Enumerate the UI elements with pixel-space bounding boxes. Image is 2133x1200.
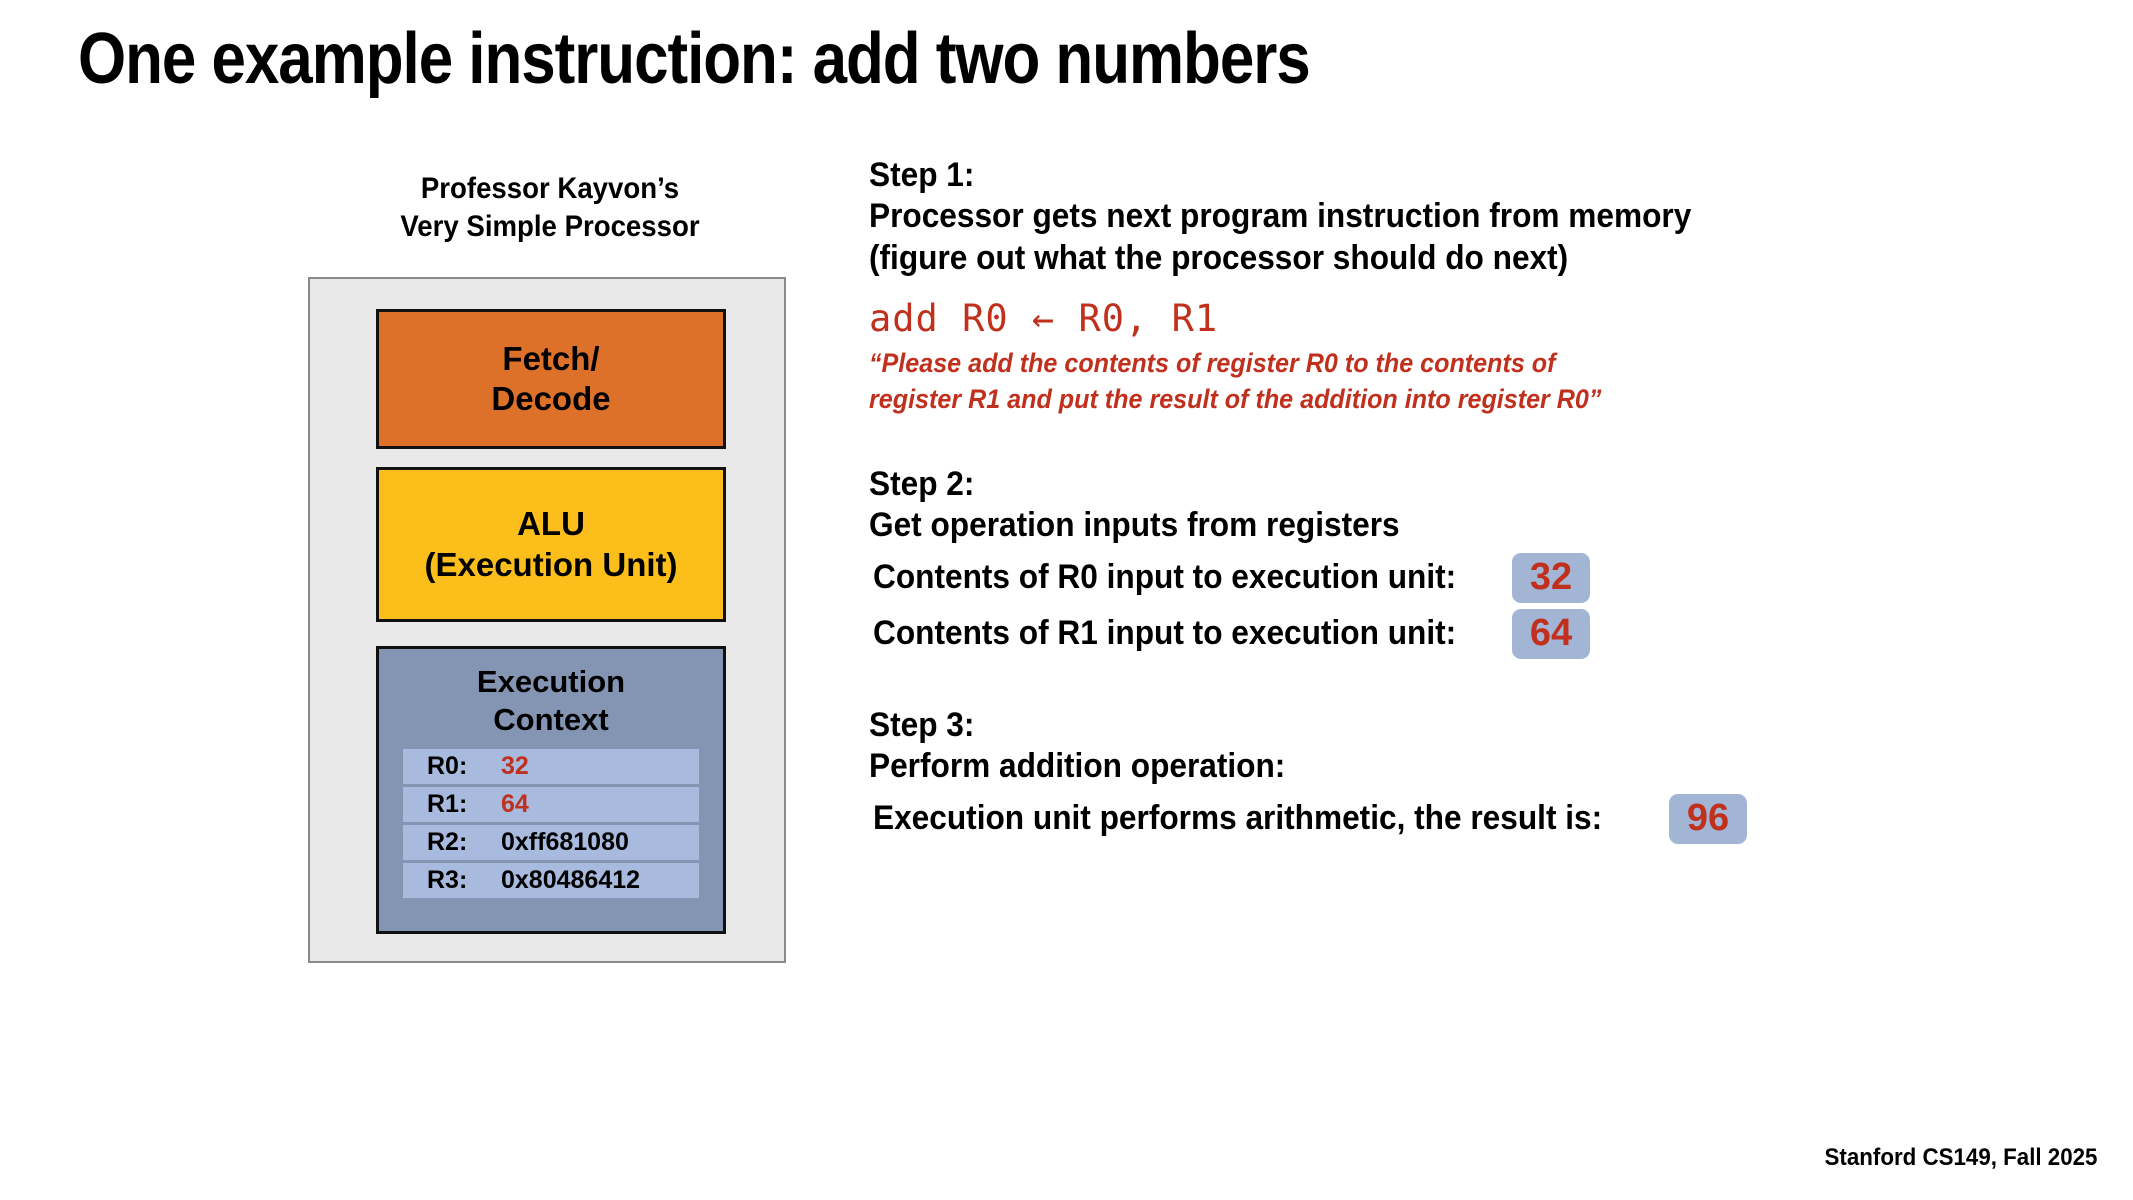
r0-input-value-badge: 32 — [1512, 552, 1591, 603]
register-name: R3: — [427, 865, 468, 894]
processor-diagram: Professor Kayvon’s Very Simple Processor… — [305, 170, 795, 963]
execution-context-title: Execution Context — [477, 663, 625, 739]
slide-footer: Stanford CS149, Fall 2025 — [1824, 1144, 2097, 1171]
fetch-decode-label-line-2: Decode — [491, 380, 611, 417]
step-1-block: Step 1: Processor gets next program inst… — [869, 155, 2019, 418]
processor-chip-outline: Fetch/ Decode ALU (Execution Unit) Execu… — [308, 277, 786, 963]
fetch-decode-label-line-1: Fetch/ — [502, 339, 600, 377]
result-row: Execution unit performs arithmetic, the … — [869, 793, 2019, 844]
alu-label-line-1: ALU — [517, 505, 585, 543]
step-2-block: Step 2: Get operation inputs from regist… — [869, 464, 2019, 659]
result-value-badge: 96 — [1669, 793, 1748, 844]
table-row: R3: 0x80486412 — [403, 862, 699, 898]
step-3-heading: Step 3: — [869, 705, 975, 744]
r0-input-label: Contents of R0 input to execution unit: — [873, 557, 1457, 596]
processor-caption-line-1: Professor Kayvon’s — [420, 172, 680, 205]
alu-label-line-2: (Execution Unit) — [424, 545, 678, 583]
table-row: R0: 32 — [403, 748, 699, 784]
instruction-explanation-line-2: register R1 and put the result of the ad… — [869, 384, 1602, 415]
register-value: 0xff681080 — [501, 827, 629, 856]
instruction-explanation-line-1: “Please add the contents of register R0 … — [869, 348, 1556, 379]
alu-unit: ALU (Execution Unit) — [376, 467, 726, 622]
r1-input-label: Contents of R1 input to execution unit: — [873, 613, 1457, 652]
spacer — [869, 418, 2019, 464]
step-2-line-1: Get operation inputs from registers — [869, 506, 1400, 545]
register-name: R1: — [427, 789, 468, 818]
step-3-line-1: Perform addition operation: — [869, 747, 1286, 786]
register-value: 0x80486412 — [501, 865, 641, 894]
steps-column: Step 1: Processor gets next program inst… — [869, 155, 2019, 844]
step-1-line-2: (figure out what the processor should do… — [869, 238, 1569, 277]
register-name: R2: — [427, 827, 468, 856]
register-value: 64 — [501, 789, 529, 818]
fetch-decode-unit: Fetch/ Decode — [376, 309, 726, 449]
register-table: R0: 32 R1: 64 R2: 0xff681080 R3: 0x80486… — [403, 748, 699, 898]
spacer — [869, 659, 2019, 705]
processor-caption: Professor Kayvon’s Very Simple Processor — [325, 170, 776, 247]
step-1-heading: Step 1: — [869, 156, 975, 194]
r0-input-row: Contents of R0 input to execution unit: … — [869, 552, 2019, 603]
register-value: 32 — [501, 751, 529, 780]
execution-context-label-line-1: Execution — [476, 664, 626, 699]
result-label: Execution unit performs arithmetic, the … — [873, 798, 1603, 837]
table-row: R1: 64 — [403, 786, 699, 822]
step-2-heading: Step 2: — [869, 464, 975, 503]
instruction-code: add R0 ← R0, R1 — [869, 297, 1219, 341]
table-row: R2: 0xff681080 — [403, 824, 699, 860]
register-name: R0: — [427, 751, 468, 780]
step-1-line-1: Processor gets next program instruction … — [869, 197, 1692, 236]
r1-input-row: Contents of R1 input to execution unit: … — [869, 608, 2019, 659]
processor-caption-line-2: Very Simple Processor — [400, 210, 700, 244]
page-title: One example instruction: add two numbers — [78, 19, 1311, 99]
execution-context-label-line-2: Context — [493, 701, 609, 737]
step-3-block: Step 3: Perform addition operation: Exec… — [869, 705, 2019, 844]
r1-input-value-badge: 64 — [1512, 608, 1591, 659]
execution-context-unit: Execution Context R0: 32 R1: 64 R2: 0xff… — [376, 646, 726, 934]
